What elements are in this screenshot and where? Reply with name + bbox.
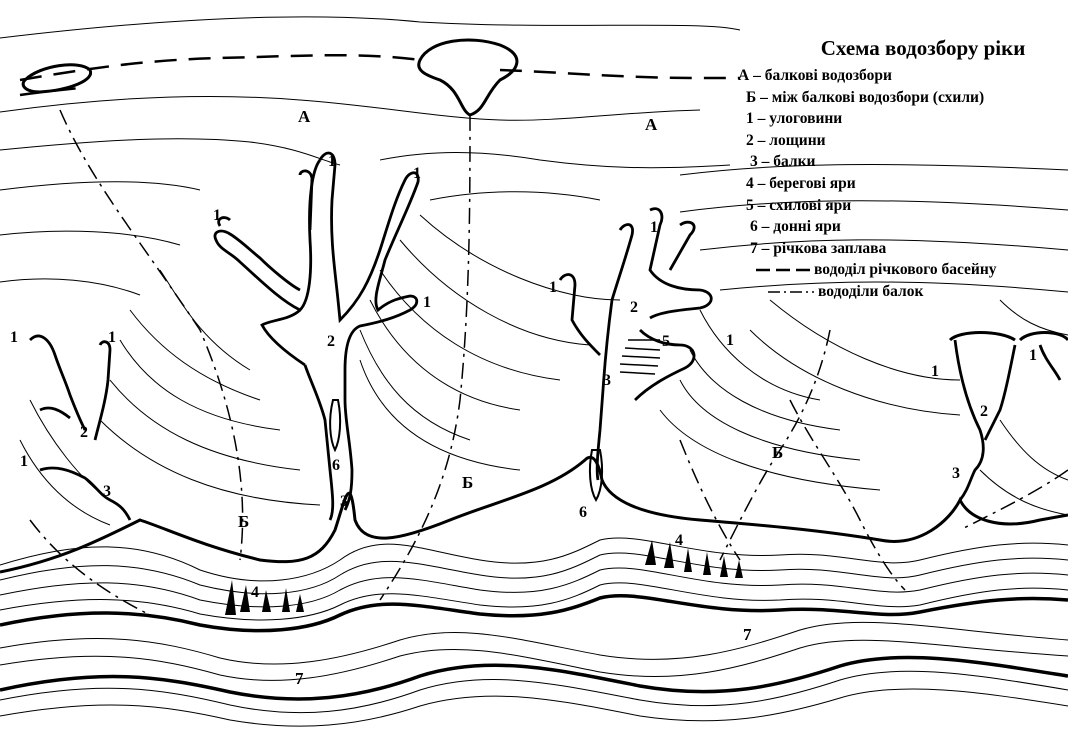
label-5: 5 <box>662 333 670 350</box>
label-3: 3 <box>103 483 111 500</box>
label-A-left: А <box>298 107 311 126</box>
legend-item-label: 4 – берегові яри <box>746 173 856 195</box>
legend-item: вододіл річкового басейну <box>738 259 1068 281</box>
label-B-left: Б <box>238 512 249 531</box>
diagram-title: Схема водозбору ріки <box>778 36 1068 61</box>
label-1: 1 <box>423 294 431 311</box>
label-2: 2 <box>630 299 638 316</box>
legend-item-label: 5 – схилові яри <box>746 195 851 217</box>
legend-item: 4 – берегові яри <box>738 173 1068 195</box>
legend-item-label: 6 – донні яри <box>750 216 841 238</box>
legend-item-label: 1 – улоговини <box>746 108 842 130</box>
label-3: 3 <box>952 465 960 482</box>
label-3: 3 <box>340 493 348 510</box>
label-2: 2 <box>80 424 88 441</box>
legend-item-label: вододіл річкового басейну <box>814 259 997 281</box>
label-1: 1 <box>108 329 116 346</box>
label-1: 1 <box>20 453 28 470</box>
label-B-right: Б <box>772 443 783 462</box>
legend-item-label: 2 – лощини <box>746 130 826 152</box>
label-1: 1 <box>549 279 557 296</box>
legend-item: 1 – улоговини <box>738 108 1068 130</box>
legend-item-label: 3 – балки <box>750 151 815 173</box>
basin-divide <box>20 55 740 95</box>
legend-item: 5 – схилові яри <box>738 195 1068 217</box>
label-4: 4 <box>675 532 683 549</box>
label-1: 1 <box>931 363 939 380</box>
legend-item-label: Б – між балкові водозбори (схили) <box>746 87 984 109</box>
slope-gully-hatch <box>620 340 660 374</box>
label-2: 2 <box>327 333 335 350</box>
river-banks <box>0 596 1068 699</box>
legend-item: 2 – лощини <box>738 130 1068 152</box>
legend-item: Б – між балкові водозбори (схили) <box>738 87 1068 109</box>
legend-item-label: вододіли балок <box>818 281 923 303</box>
label-A-right: А <box>645 115 658 134</box>
label-1: 1 <box>328 153 336 170</box>
dashdot-line-symbol <box>768 287 814 297</box>
label-1: 1 <box>726 332 734 349</box>
legend-item: вододіли балок <box>738 281 1068 303</box>
dashed-line-symbol <box>756 265 810 275</box>
label-2: 2 <box>980 403 988 420</box>
label-B-center: Б <box>462 473 473 492</box>
legend-item: 7 – річкова заплава <box>738 238 1068 260</box>
label-6: 6 <box>579 504 587 521</box>
label-1: 1 <box>413 165 421 182</box>
label-3: 3 <box>603 372 611 389</box>
label-1: 1 <box>1029 347 1037 364</box>
legend-item: 6 – донні яри <box>738 216 1068 238</box>
label-1: 1 <box>213 207 221 224</box>
label-6: 6 <box>332 457 340 474</box>
label-1: 1 <box>10 329 18 346</box>
legend-item-label: А – балкові водозбори <box>738 65 892 87</box>
legend: Схема водозбору ріки А – балкові водозбо… <box>738 36 1068 303</box>
label-1: 1 <box>650 219 658 236</box>
legend-item-label: 7 – річкова заплава <box>750 238 886 260</box>
label-4: 4 <box>251 584 259 601</box>
label-7: 7 <box>743 625 752 644</box>
legend-item: А – балкові водозбори <box>738 65 1068 87</box>
legend-item: 3 – балки <box>738 151 1068 173</box>
label-7: 7 <box>295 669 304 688</box>
